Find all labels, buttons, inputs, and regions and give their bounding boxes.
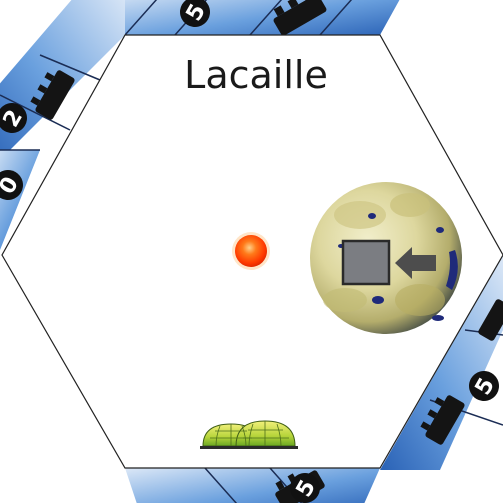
system-name: Lacaille: [184, 53, 328, 97]
star-icon[interactable]: [232, 232, 270, 270]
ship-silhouette-icon: [273, 0, 327, 36]
ship-silhouette-icon: [478, 299, 503, 341]
planet-marker-square-icon[interactable]: [341, 239, 391, 286]
ship-silhouette-icon: [420, 395, 465, 445]
edge-strip-bottom: [125, 468, 380, 503]
arrow-left-icon: [395, 247, 436, 279]
ship-silhouette-icon: [30, 70, 75, 120]
colony-domes-icon[interactable]: [200, 420, 298, 449]
